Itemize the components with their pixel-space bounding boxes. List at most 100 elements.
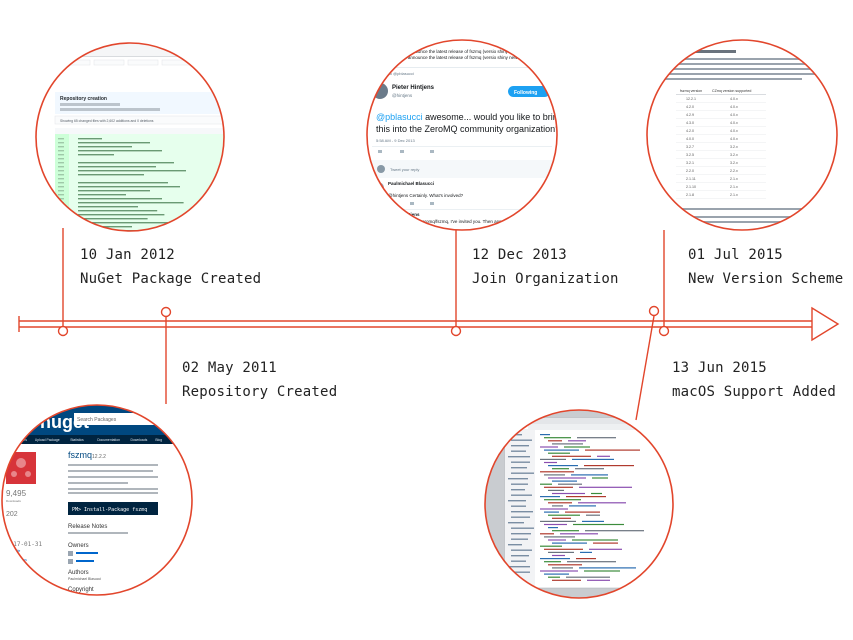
thumbnail-version-table: fszmq version CZmq version supported 12.… — [647, 40, 837, 230]
event-connectors — [62, 228, 665, 421]
nuget-nav-item: Statistics — [70, 438, 84, 442]
nuget-sidebar-link: License — [4, 554, 15, 558]
svg-text:I'm proud to announce the late: I'm proud to announce the latest release… — [383, 55, 534, 60]
event-title: macOS Support Added — [672, 384, 836, 400]
version-cell: 2.1.11 — [686, 177, 696, 181]
event-date: 12 Dec 2013 — [472, 247, 567, 263]
czmq-cell: 4.0.x — [730, 113, 738, 117]
czmq-cell: 4.0.x — [730, 121, 738, 125]
svg-text:fszmq version: fszmq version — [680, 89, 702, 93]
svg-text:fszmq: fszmq — [68, 450, 92, 460]
thumbnail-github-commit: fszmq Repository creation Showing 65 cha… — [36, 43, 224, 231]
svg-text:202: 202 — [6, 511, 18, 518]
czmq-cell: 4.0.x — [730, 105, 738, 109]
czmq-cell: 2.1.x — [730, 177, 738, 181]
nuget-sidebar-link: Report Package — [4, 581, 27, 585]
event-label-nuget-package: 10 Jan 2012 NuGet Package Created — [80, 243, 261, 291]
thumbnail-frame — [1, 404, 193, 596]
nuget-sidebar-link: Statistics — [4, 585, 17, 589]
event-title: Repository Created — [182, 384, 338, 400]
diff-stats-banner: Showing 65 changed files with 2,602 addi… — [60, 119, 154, 123]
svg-text:@hintjens Certainly. What's in: @hintjens Certainly. What's involved? — [388, 193, 464, 198]
svg-text:Copyright: Copyright — [68, 587, 94, 593]
svg-text:12.2.2: 12.2.2 — [92, 454, 106, 460]
czmq-cell: 3.2.x — [730, 161, 738, 165]
event-date: 13 Jun 2015 — [672, 360, 767, 376]
svg-text:Paulmichael Blasucci: Paulmichael Blasucci — [383, 42, 429, 47]
version-cell: 4.2.0 — [686, 105, 694, 109]
nuget-nav-item: Downloads — [131, 438, 148, 442]
event-date: 01 Jul 2015 — [688, 247, 783, 263]
version-cell: 4.2.0 — [686, 129, 694, 133]
version-cell: 12.2.1 — [686, 97, 696, 101]
svg-text:CZmq version supported: CZmq version supported — [712, 89, 751, 93]
svg-text:5:58 AM - 9 Dec 2013: 5:58 AM - 9 Dec 2013 — [376, 138, 415, 143]
version-cell: 3.2.1 — [686, 161, 694, 165]
following-button[interactable] — [508, 86, 550, 97]
event-marker-join-organization[interactable] — [450, 325, 462, 337]
svg-text:Tweet your reply: Tweet your reply — [390, 167, 419, 172]
event-date: 10 Jan 2012 — [80, 247, 175, 263]
svg-text:Release Notes: Release Notes — [68, 524, 107, 530]
thumbnail-frame — [35, 42, 225, 232]
event-marker-macos-support[interactable] — [648, 305, 660, 317]
svg-text:Pieter Hintjens: Pieter Hintjens — [392, 85, 435, 91]
svg-text:Pieter Hintjens: Pieter Hintjens — [388, 212, 420, 217]
svg-text:Downloads: Downloads — [6, 499, 21, 503]
nuget-nav-item: Upload Package — [35, 438, 60, 442]
event-title: Join Organization — [472, 271, 619, 287]
svg-text:Replying to @pblasucci: Replying to @pblasucci — [372, 71, 414, 76]
event-label-new-version-scheme: 01 Jul 2015 New Version Scheme — [688, 243, 843, 291]
event-title: New Version Scheme — [688, 271, 844, 287]
version-cell: 4.0.0 — [686, 137, 694, 141]
nuget-sidebar-link: Get Package — [4, 572, 23, 576]
thumbnail-twitter-conversation: Paulmichael Blasucci I'm proud to announ… — [367, 40, 563, 230]
version-cell: 3.2.7 — [686, 145, 694, 149]
event-marker-repository-created[interactable] — [160, 306, 172, 318]
svg-text:this into the ZeroMQ community: this into the ZeroMQ community organizat… — [376, 124, 560, 134]
event-marker-new-version-scheme[interactable] — [658, 325, 670, 337]
svg-text:9,495: 9,495 — [6, 489, 27, 498]
svg-text:I'm proud to announce the late: I'm proud to announce the latest release… — [383, 49, 534, 54]
svg-text:2017-01-31: 2017-01-31 — [6, 541, 43, 548]
event-date: 02 May 2011 — [182, 360, 277, 376]
install-command-box — [68, 502, 158, 515]
thumbnail-code-editor — [485, 410, 673, 598]
version-cell: 2.1.8 — [686, 193, 694, 197]
commit-heading: Repository creation — [60, 96, 107, 102]
event-marker-nuget-package[interactable] — [57, 325, 69, 337]
czmq-cell: 2.2.x — [730, 169, 738, 173]
timeline-axis — [18, 306, 840, 342]
event-title: NuGet Package Created — [80, 271, 262, 287]
version-cell: 4.2.9 — [686, 113, 694, 117]
czmq-cell: 4.0.x — [730, 97, 738, 101]
nuget-sidebar-link: Download Manual — [4, 567, 30, 571]
czmq-cell: 4.0.x — [730, 137, 738, 141]
svg-text:@hintjens: @hintjens — [392, 93, 413, 98]
nuget-sidebar-link: Contact Support — [4, 563, 27, 567]
czmq-cell: 3.2.x — [730, 153, 738, 157]
svg-text:Search Packages: Search Packages — [77, 417, 117, 423]
czmq-cell: 2.1.x — [730, 193, 738, 197]
nuget-sidebar-link: Package Owners — [4, 576, 29, 580]
svg-text:Paulmichael Blasucci: Paulmichael Blasucci — [388, 181, 434, 186]
version-cell: 2.2.0 — [686, 169, 694, 173]
svg-text:Owners: Owners — [68, 543, 89, 549]
svg-text:PM> Install-Package fszmq: PM> Install-Package fszmq — [72, 507, 147, 513]
thumbnail-frame — [484, 409, 674, 599]
thumbnail-frame — [646, 39, 838, 231]
nuget-nav-item: Documentation — [97, 438, 120, 442]
czmq-cell: 2.1.x — [730, 185, 738, 189]
svg-text:Following: Following — [514, 90, 537, 96]
thumbnail-frame — [366, 39, 558, 231]
version-cell: 3.2.5 — [686, 153, 694, 157]
nuget-nav-item: Blog — [155, 438, 162, 442]
svg-text:@pblasucci awesome... would yo: @pblasucci awesome... would you like to … — [376, 112, 563, 122]
czmq-cell: 3.2.x — [730, 145, 738, 149]
svg-text:Authors: Authors — [68, 570, 89, 576]
event-label-macos-support: 13 Jun 2015 macOS Support Added — [672, 356, 836, 404]
event-label-join-organization: 12 Dec 2013 Join Organization — [472, 243, 619, 291]
version-cell: 4.3.0 — [686, 121, 694, 125]
